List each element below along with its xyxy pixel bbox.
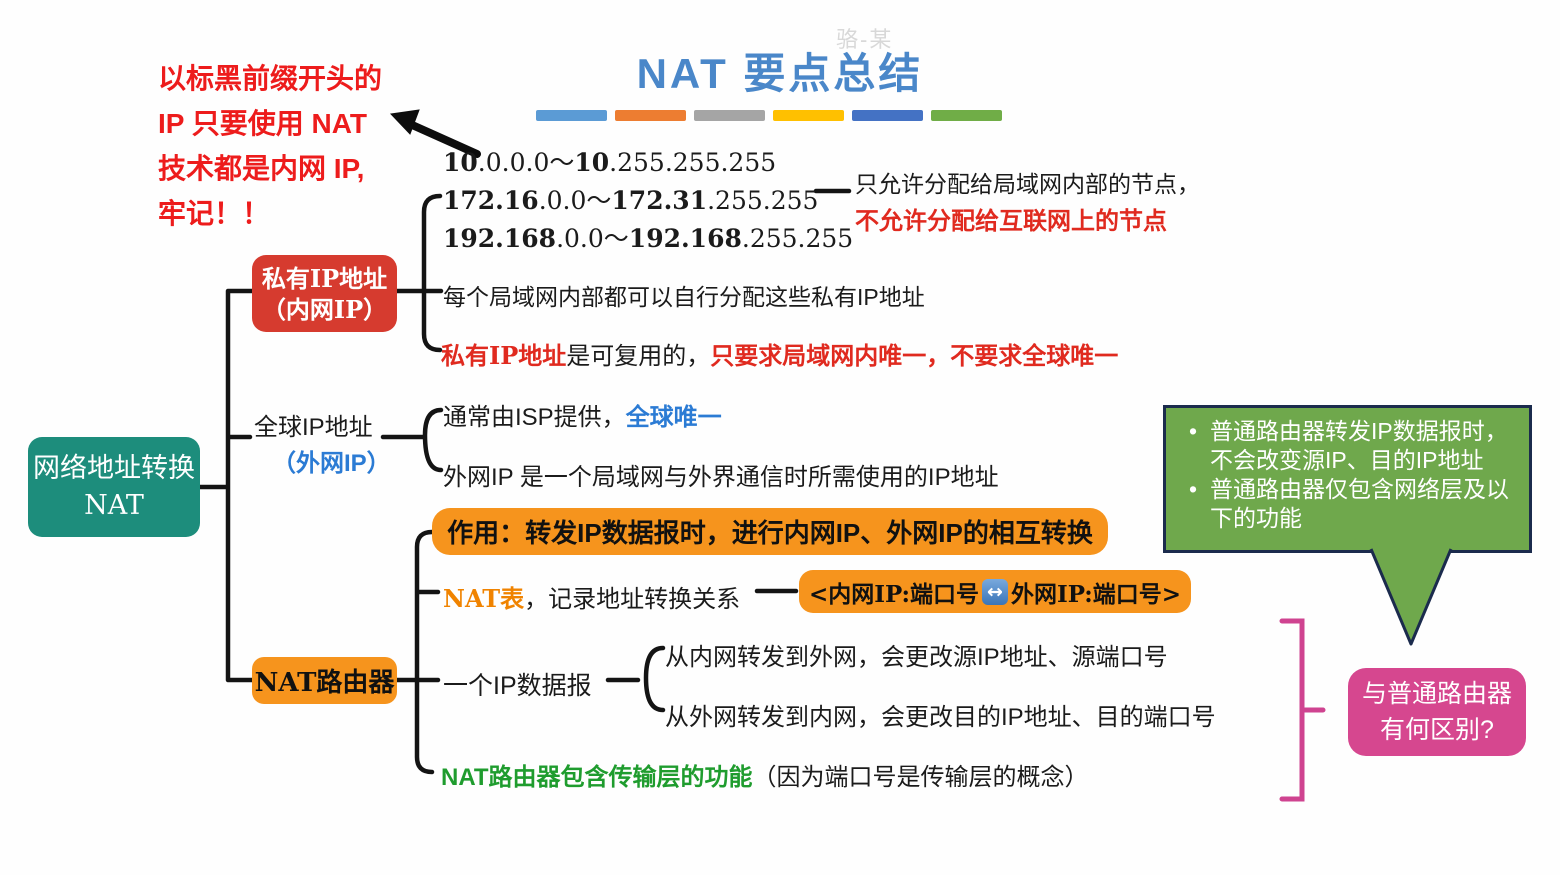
alloc-note-black: 只允许分配给局域网内部的节点，: [855, 171, 1200, 197]
range1-prefix1: 10: [443, 148, 478, 177]
nat-mapping-box: <内网IP:端口号↔外网IP:端口号>: [799, 570, 1191, 613]
question-node: 与普通路由器 有何区别?: [1348, 668, 1526, 756]
mapping-left-text: <内网IP:端口号: [809, 580, 979, 608]
global-ip-label-line2: （外网IP）: [272, 450, 391, 477]
divider-bar-gray: [694, 110, 765, 121]
range3-mid1: .0.0～: [556, 224, 629, 253]
alloc-note-red: 不允许分配给互联网上的节点: [855, 208, 1167, 235]
private-ip-label-line1: 私有IP地址: [261, 263, 388, 293]
range2-prefix1: 172.16: [443, 186, 539, 215]
question-line1: 与普通路由器: [1361, 680, 1512, 708]
note-line-4: 牢记！！: [158, 198, 271, 229]
range1-mid2: .255.255.255: [609, 148, 777, 177]
ip-range-3: 192.168.0.0～192.168.255.255: [443, 219, 853, 255]
global-ip-fork: [380, 407, 444, 473]
ip-range-2: 172.16.0.0～172.31.255.255: [443, 181, 818, 217]
range3-mid2: .255.255: [741, 224, 854, 253]
nat-table-desc: ，记录地址转换关系: [524, 586, 741, 613]
title-divider-bars: [536, 110, 1002, 121]
nat-router-label: NAT路由器: [254, 668, 395, 698]
range1-prefix2: 10: [574, 148, 610, 177]
range3-prefix1: 192.168: [443, 224, 557, 253]
reuse-red-rule: 只要求局域网内唯一，不要求全球唯一: [710, 343, 1119, 370]
ip-range-1: 10.0.0.0～10.255.255.255: [443, 143, 776, 179]
transport-layer-note: NAT路由器包含传输层的功能（因为端口号是传输层的概念）: [441, 757, 1089, 792]
ordinary-router-callout: • 普通路由器转发IP数据报时，不会改变源IP、目的IP地址 • 普通路由器仅包…: [1163, 405, 1532, 553]
nat-router-node: NAT路由器: [252, 657, 397, 704]
datagram-fork: [605, 645, 666, 713]
private-ip-trunk-line: [394, 193, 444, 353]
root-trunk-line: [197, 288, 255, 683]
transport-green-text: NAT路由器包含传输层的功能: [441, 764, 753, 791]
note-line-2: IP 只要使用 NAT: [158, 108, 367, 139]
callout-bullet-1: • 普通路由器转发IP数据报时，不会改变源IP、目的IP地址: [1176, 417, 1521, 475]
isp-black-text: 通常由ISP提供，: [443, 404, 626, 431]
range1-mid1: .0.0.0～: [477, 148, 575, 177]
range3-prefix2: 192.168: [628, 224, 742, 253]
mapping-right-text: 外网IP:端口号>: [1011, 580, 1181, 608]
callout-bullet-2-text: 普通路由器仅包含网络层及以下的功能: [1210, 476, 1509, 531]
isp-blue-text: 全球唯一: [625, 404, 722, 431]
root-label-line1: 网络地址转换: [33, 453, 195, 484]
divider-bar-green: [931, 110, 1002, 121]
reuse-red-prefix: 私有IP地址: [441, 341, 567, 370]
isp-line: 通常由ISP提供，全球唯一: [443, 397, 722, 432]
range2-mid2: .255.255: [707, 186, 819, 215]
nat-function-text: 作用：转发IP数据报时，进行内网IP、外网IP的相互转换: [447, 518, 1093, 548]
watermark-text: 骆-某: [836, 27, 894, 52]
nat-table-line: NAT表，记录地址转换关系: [443, 579, 740, 614]
range2-prefix2: 172.31: [611, 186, 708, 215]
question-line2: 有何区别?: [1380, 716, 1494, 744]
callout-bullet-1-text: 普通路由器转发IP数据报时，不会改变源IP、目的IP地址: [1210, 418, 1508, 473]
root-node-nat: 网络地址转换 NAT: [28, 437, 200, 537]
handwritten-note: 以标黑前缀开头的 IP 只要使用 NAT 技术都是内网 IP, 牢记！！: [158, 56, 382, 236]
transport-black-text: （因为端口号是传输层的概念）: [752, 764, 1089, 791]
assign-note: 每个局域网内部都可以自行分配这些私有IP地址: [443, 284, 925, 310]
nat-router-trunk-line: [394, 529, 441, 775]
global-ip-desc: 外网IP 是一个局域网与外界通信时所需使用的IP地址: [443, 464, 999, 491]
divider-bar-yellow: [773, 110, 844, 121]
divider-bar-darkblue: [852, 110, 923, 121]
private-ip-node: 私有IP地址 （内网IP）: [252, 255, 397, 332]
nat-table-label: NAT表: [443, 584, 525, 613]
bullet-dot-icon: •: [1188, 476, 1198, 502]
reuse-black-mid: 是可复用的，: [566, 343, 711, 370]
private-ip-label-line2: （内网IP）: [261, 294, 388, 324]
callout-tail: [1369, 548, 1453, 646]
pink-bracket: [1279, 618, 1326, 802]
callout-bullet-2: • 普通路由器仅包含网络层及以下的功能: [1176, 475, 1521, 533]
divider-bar-orange: [615, 110, 686, 121]
root-label-line2: NAT: [84, 490, 144, 521]
inbound-rule: 从外网转发到内网，会更改目的IP地址、目的端口号: [665, 704, 1216, 731]
reuse-note: 私有IP地址是可复用的，只要求局域网内唯一，不要求全球唯一: [441, 336, 1118, 371]
datagram-label: 一个IP数据报: [443, 672, 592, 700]
left-right-arrow-icon: ↔: [982, 578, 1008, 605]
bullet-dot-icon: •: [1188, 418, 1198, 444]
nat-function-box: 作用：转发IP数据报时，进行内网IP、外网IP的相互转换: [432, 508, 1108, 555]
divider-bar-blue: [536, 110, 607, 121]
note-line-3: 技术都是内网 IP,: [158, 153, 365, 184]
range2-mid1: .0.0～: [538, 186, 612, 215]
outbound-rule: 从内网转发到外网，会更改源IP地址、源端口号: [665, 644, 1168, 671]
page-title: NAT 要点总结: [636, 50, 924, 97]
global-ip-label-line1: 全球IP地址: [254, 414, 373, 441]
note-line-1: 以标黑前缀开头的: [158, 63, 383, 94]
